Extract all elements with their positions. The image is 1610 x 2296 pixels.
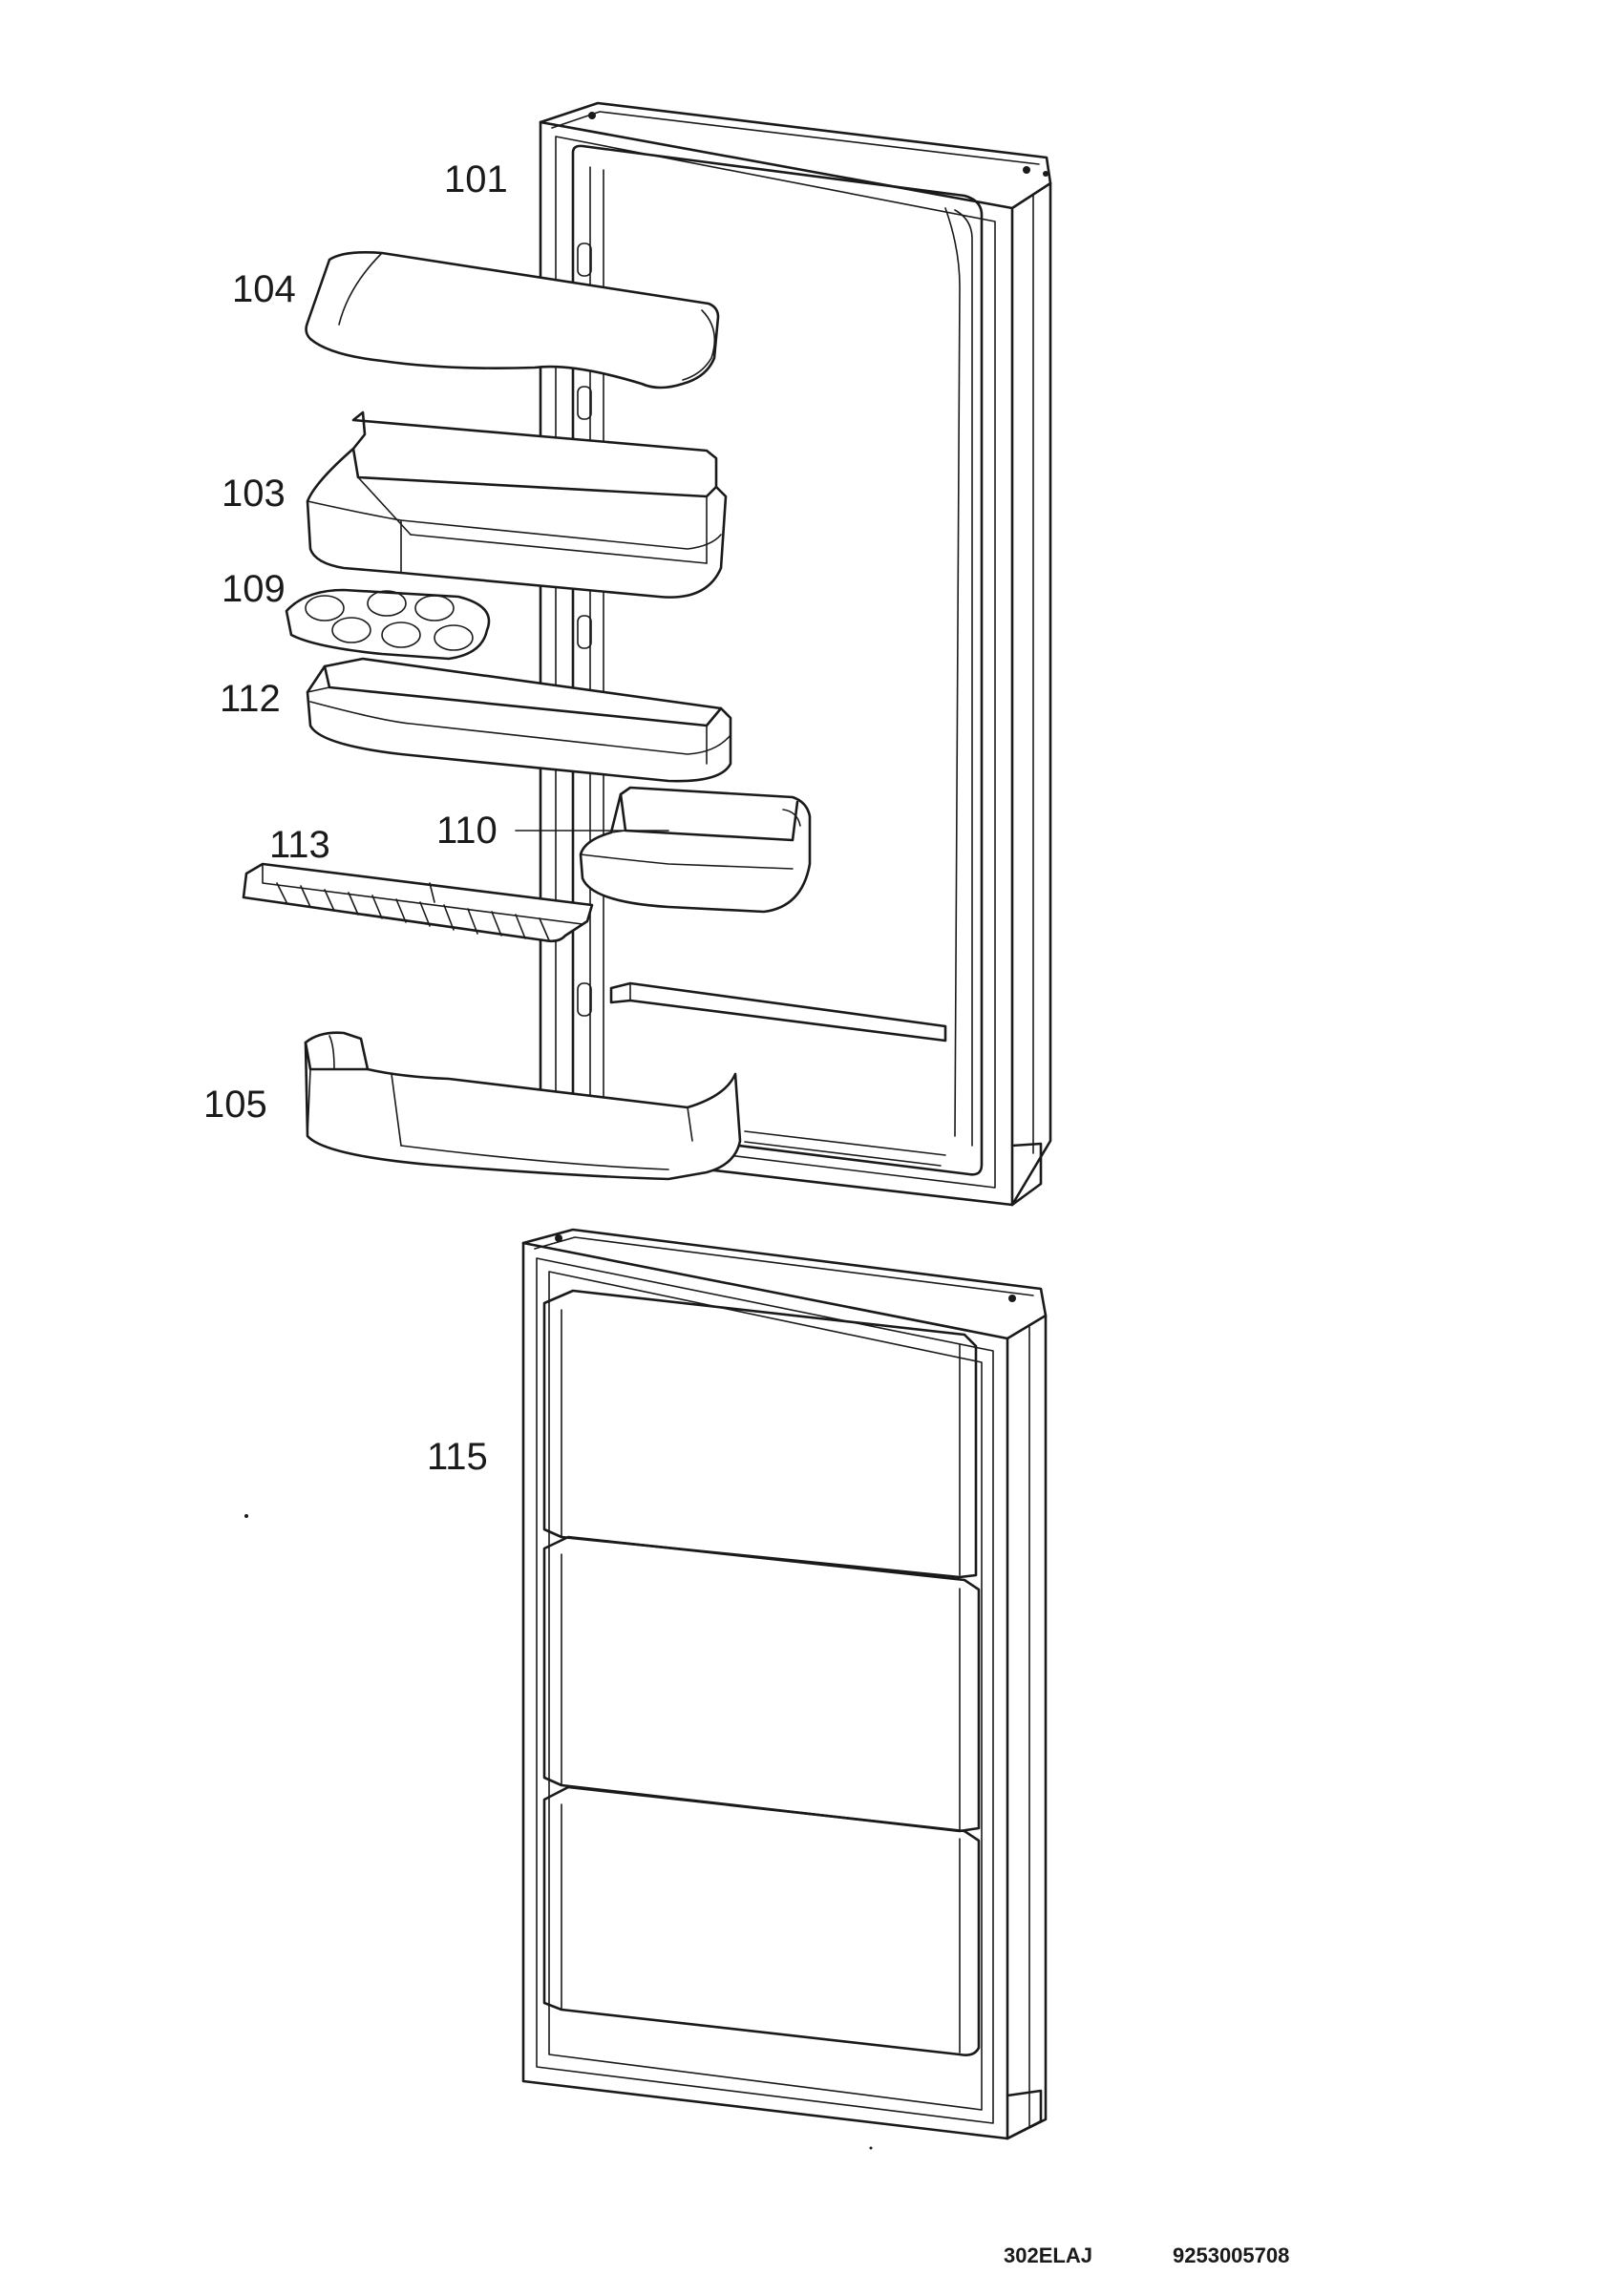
bottle-grid-113: [242, 862, 594, 943]
label-110: 110: [436, 810, 498, 852]
label-104: 104: [232, 268, 296, 310]
label-101: 101: [444, 158, 508, 200]
door-shelf-103: [306, 411, 728, 599]
label-112: 112: [220, 678, 281, 720]
label-103: 103: [222, 473, 286, 515]
part-number: 9253005708: [1173, 2243, 1290, 2267]
upper-door-101: [539, 101, 1052, 1207]
label-115: 115: [427, 1436, 488, 1478]
label-113: 113: [269, 824, 330, 866]
dairy-cover-104: [305, 251, 720, 390]
egg-tray-109: [285, 588, 491, 661]
model-code: 302ELAJ: [1004, 2243, 1092, 2267]
label-105: 105: [203, 1084, 267, 1126]
label-109: 109: [222, 568, 286, 610]
bottle-shelf-110: [579, 786, 812, 914]
door-shelf-112: [306, 657, 732, 783]
lower-door-115: [521, 1228, 1048, 2140]
bottle-shelf-105: [304, 1031, 742, 1181]
